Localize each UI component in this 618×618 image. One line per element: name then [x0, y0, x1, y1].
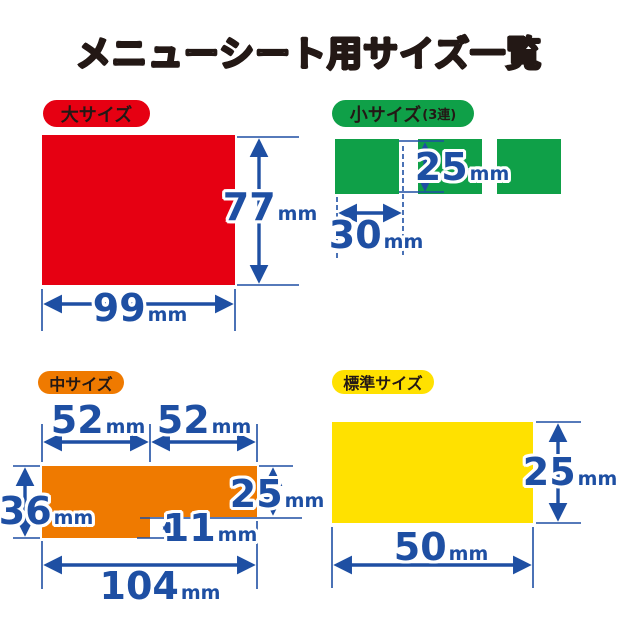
- large-sheet-rect: [42, 135, 235, 285]
- small-sheet-rect-1: [335, 139, 399, 194]
- section-label-standard: 標準サイズ: [332, 370, 434, 394]
- section-label-small: 小サイズ(3連): [332, 100, 474, 127]
- section-label-small-text: 小サイズ: [349, 104, 422, 126]
- section-label-small-suffix: (3連): [422, 108, 457, 123]
- medium-sheet-shape: [42, 466, 257, 538]
- section-label-large: 大サイズ: [43, 100, 150, 127]
- standard-sheet-rect: [332, 422, 533, 523]
- page-title: メニューシート用サイズ一覧: [75, 34, 543, 76]
- section-label-large-text: 大サイズ: [60, 104, 133, 126]
- small-sheet-rect-3: [497, 139, 561, 194]
- section-label-medium: 中サイズ: [38, 371, 124, 394]
- section-label-medium-text: 中サイズ: [49, 374, 113, 394]
- section-label-standard-text: 標準サイズ: [343, 374, 423, 393]
